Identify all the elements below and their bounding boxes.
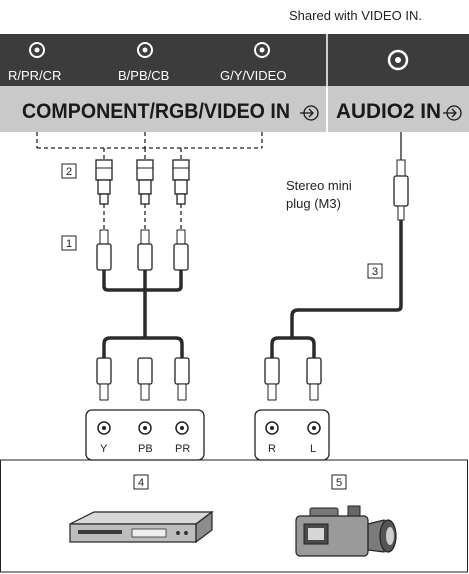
callout-3-box [367,263,383,279]
jack-pb-icon [138,421,152,435]
component-cable [102,270,184,360]
callout-5: 5 [336,477,342,489]
bnc-adapter-1 [95,159,113,205]
port-icon-r [29,42,45,58]
camcorder-icon [295,505,397,557]
jack-label-pb: PB [138,443,153,455]
rca-plug-lower-3 [174,357,190,401]
rca-plug-lower-2 [137,357,153,401]
rca-plug-lower-1 [96,357,112,401]
callout-3: 3 [372,266,378,278]
terminal-panel [0,34,469,86]
callout-5-box [331,474,347,490]
equipment-box [0,459,468,573]
port-icon-g [254,42,270,58]
callout-1: 1 [66,238,72,250]
shared-bracket [36,132,263,160]
shared-note: Shared with VIDEO IN. [289,8,422,23]
rca-plug-upper-2 [137,229,153,271]
jack-label-l: L [310,443,316,455]
callout-2-box [61,163,77,179]
audio-input-arrow-icon [443,105,462,121]
jack-l-icon [307,421,321,435]
callout-4-box [133,474,149,490]
port-icon-b [137,42,153,58]
audio-cable [270,220,403,360]
bnc-adapter-2 [136,159,154,205]
port-label-b: B/PB/CB [118,68,169,83]
callout-2: 2 [66,166,72,178]
audio-jack-panel [254,409,330,461]
stereo-mini-plug [393,132,409,221]
callout-1-box [61,235,77,251]
bnc-adapter-3 [172,159,190,205]
jack-r-icon [265,421,279,435]
jack-pr-icon [175,421,189,435]
rca-plug-upper-1 [96,229,112,271]
rca-plug-audio-r [264,357,280,401]
stereo-label-line1: Stereo mini [286,178,352,193]
audio-port-icon [387,49,409,71]
stereo-label-line2: plug (M3) [286,196,341,211]
jack-label-pr: PR [175,443,190,455]
rca-plug-audio-l [306,357,322,401]
dvd-player-icon [69,510,214,544]
jack-y-icon [97,421,111,435]
port-label-g: G/Y/VIDEO [220,68,286,83]
header-band [0,86,469,132]
rca-plug-upper-3 [173,229,189,271]
component-header: COMPONENT/RGB/VIDEO IN [22,100,290,123]
input-arrow-icon [300,105,319,121]
jack-label-r: R [268,443,276,455]
callout-4: 4 [138,477,144,489]
jack-label-y: Y [100,443,108,455]
port-label-r: R/PR/CR [8,68,61,83]
audio-header: AUDIO2 IN [336,100,441,123]
